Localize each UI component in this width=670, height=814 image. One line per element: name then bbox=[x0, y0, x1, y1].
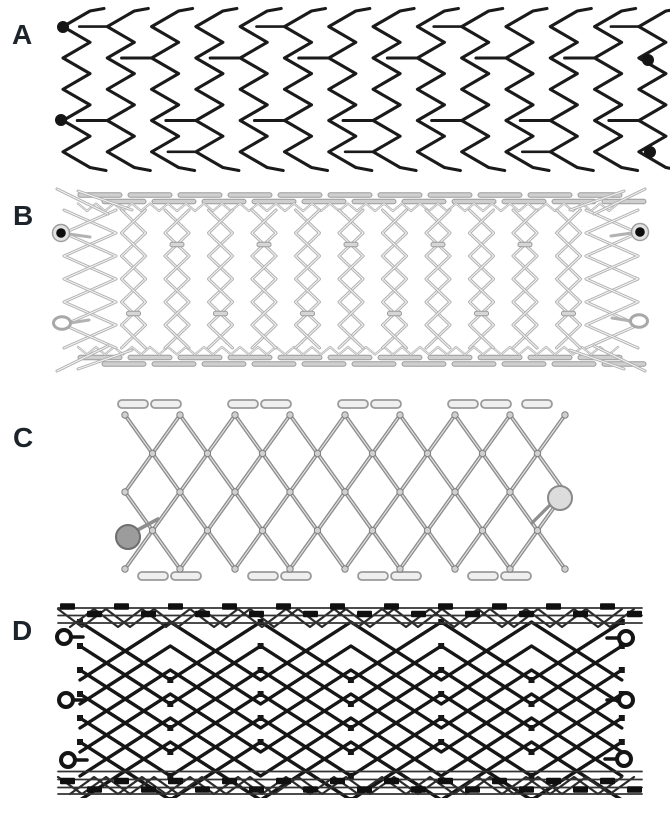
stent-d-graphic bbox=[55, 603, 643, 798]
stent-c-graphic bbox=[115, 399, 573, 581]
panel-label-b: B bbox=[13, 200, 33, 231]
panel-label-d: D bbox=[12, 615, 32, 646]
panel-label-a: A bbox=[12, 19, 32, 50]
stent-b-graphic bbox=[51, 187, 650, 373]
stent-a-graphic bbox=[55, 6, 670, 173]
panel-label-c: C bbox=[13, 422, 33, 453]
